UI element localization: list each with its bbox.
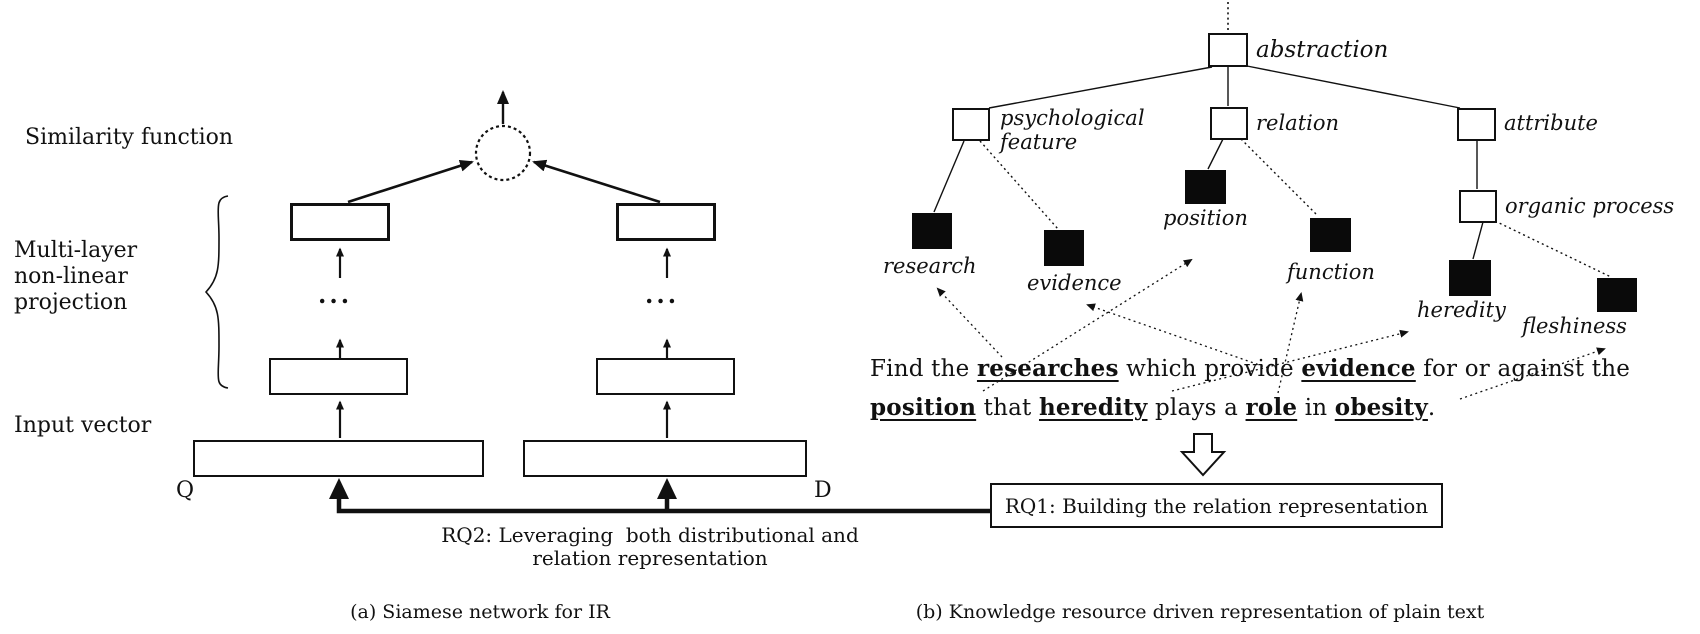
- edge-organicprocess-fleshiness-dotted: [1494, 220, 1612, 278]
- node-box-function: [1310, 218, 1351, 252]
- input-box-document: [523, 440, 807, 477]
- label-position: position: [1163, 206, 1248, 230]
- node-box-evidence: [1044, 230, 1084, 266]
- arrow-role-to-function: [1277, 292, 1304, 394]
- label-heredity: heredity: [1417, 298, 1506, 322]
- node-box-organic-process: [1459, 190, 1497, 223]
- sentence-seg: which provide: [1118, 356, 1302, 382]
- node-box-fleshiness: [1597, 278, 1637, 312]
- query-sentence-line1: Find the researches which provide eviden…: [870, 355, 1630, 382]
- right-tower-to-circle-arrow: [532, 159, 661, 204]
- label-relation: relation: [1256, 111, 1340, 135]
- label-fleshiness: fleshiness: [1522, 314, 1627, 338]
- edge-organicprocess-heredity: [1472, 221, 1484, 260]
- multilayer-label-line2: non-linear: [14, 264, 128, 289]
- node-box-position: [1185, 170, 1226, 204]
- label-organic-process: organic process: [1505, 194, 1675, 218]
- arrow-researches-to-research: [936, 287, 1003, 358]
- keyword-evidence: evidence: [1301, 355, 1416, 382]
- panel-a-caption: (a) Siamese network for IR: [350, 601, 610, 623]
- multilayer-label: Multi-layer non-linear projection: [14, 238, 137, 316]
- keyword-obesity: obesity: [1334, 394, 1428, 421]
- feed-arrowhead-q: [329, 478, 349, 499]
- label-function: function: [1287, 260, 1375, 284]
- sentence-seg: in: [1297, 395, 1335, 421]
- edge-relation-function-dotted: [1240, 138, 1319, 217]
- left-tower-to-circle-arrow: [347, 159, 474, 204]
- right-tower-ellipsis: ...: [645, 280, 680, 309]
- keyword-position: position: [870, 394, 977, 421]
- node-box-psychological-feature: [952, 108, 990, 141]
- label-abstraction: abstraction: [1256, 37, 1389, 63]
- left-tower-ellipsis: ...: [318, 280, 353, 309]
- node-box-research: [912, 213, 952, 249]
- arrow-obesity-to-fleshiness: [1459, 347, 1606, 400]
- rq2-line1: RQ2: Leveraging both distributional and: [441, 523, 859, 547]
- label-attribute: attribute: [1504, 111, 1598, 135]
- node-box-relation: [1210, 107, 1248, 140]
- label-psychological-feature-line2: feature: [1000, 130, 1078, 154]
- left-projection-box-top: [290, 203, 390, 241]
- sentence-seg: .: [1427, 395, 1436, 421]
- left-projection-box-bottom: [269, 358, 408, 395]
- sentence-seg: Find the: [870, 356, 977, 382]
- sentence-seg: that: [976, 395, 1039, 421]
- feed-arrowhead-d: [657, 478, 677, 499]
- multilayer-label-line1: Multi-layer: [14, 238, 138, 263]
- panel-b-caption: (b) Knowledge resource driven representa…: [915, 601, 1485, 623]
- sentence-seg: plays a: [1147, 395, 1246, 421]
- edge-abstraction-attribute: [1246, 65, 1461, 109]
- query-sentence-line2: position that heredity plays a role in o…: [870, 394, 1435, 421]
- rq2-annotation: RQ2: Leveraging both distributional and …: [400, 524, 900, 570]
- rq1-label: RQ1: Building the relation representatio…: [1004, 493, 1429, 518]
- keyword-role: role: [1245, 394, 1298, 421]
- rq1-box: RQ1: Building the relation representatio…: [990, 483, 1443, 528]
- keyword-heredity: heredity: [1038, 394, 1148, 421]
- input-vector-label: Input vector: [14, 413, 152, 438]
- node-box-abstraction: [1208, 33, 1248, 67]
- right-projection-box-bottom: [596, 358, 735, 395]
- keyword-researches: researches: [976, 355, 1119, 382]
- label-psychological-feature: psychological feature: [1000, 106, 1145, 154]
- input-box-query: [193, 440, 484, 477]
- document-label: D: [814, 478, 832, 503]
- right-projection-box-top: [616, 203, 716, 241]
- down-block-arrow-icon: [1179, 433, 1227, 477]
- label-evidence: evidence: [1027, 271, 1122, 295]
- multilayer-brace: [204, 195, 229, 389]
- node-box-attribute: [1457, 108, 1496, 141]
- query-label: Q: [176, 478, 195, 503]
- sentence-seg: for or against the: [1415, 356, 1631, 382]
- edge-psychfeature-research: [933, 140, 965, 213]
- node-box-heredity: [1449, 260, 1491, 296]
- label-psychological-feature-line1: psychological: [1000, 106, 1145, 130]
- similarity-function-label: Similarity function: [25, 125, 234, 150]
- edge-relation-position: [1207, 138, 1224, 170]
- edge-abstraction-psychological-feature: [988, 66, 1213, 109]
- multilayer-label-line3: projection: [14, 290, 128, 315]
- rq2-line2: relation representation: [532, 546, 768, 570]
- similarity-node-circle: [474, 124, 532, 182]
- edge-psychfeature-evidence-dotted: [979, 140, 1059, 230]
- label-research: research: [883, 254, 977, 278]
